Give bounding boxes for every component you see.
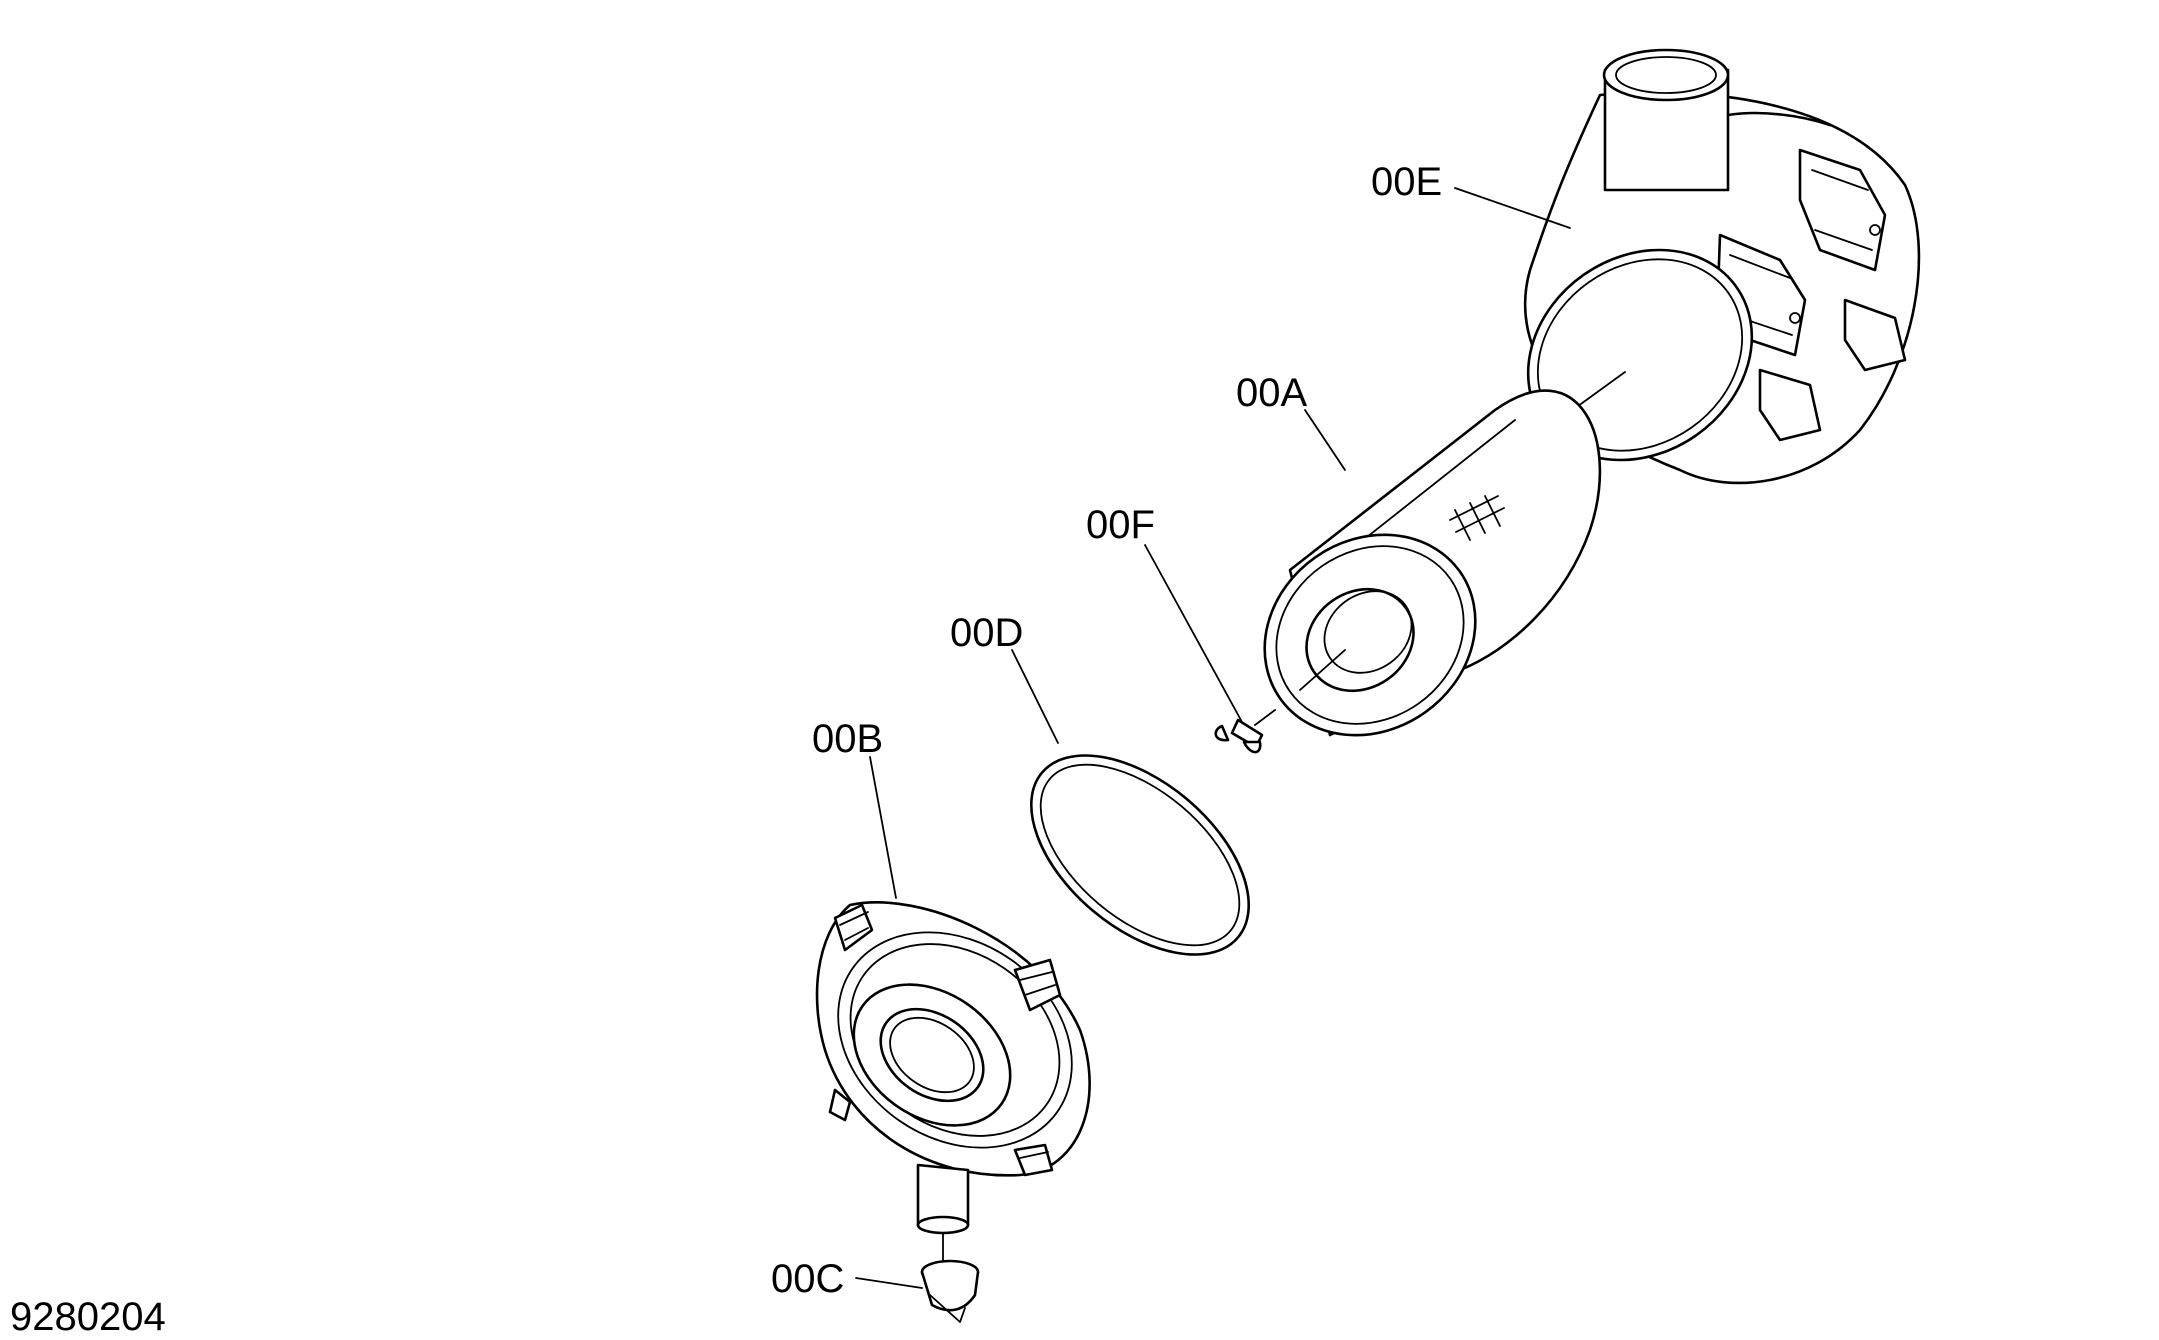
dust-valve-part-00c	[920, 1259, 980, 1323]
leader-00b	[869, 756, 897, 899]
callout-00b: 00B	[812, 717, 883, 761]
callout-00e: 00E	[1371, 160, 1442, 204]
leader-00a	[1304, 409, 1346, 471]
leader-00d	[1011, 649, 1059, 744]
callout-00d: 00D	[950, 611, 1023, 655]
callout-00a: 00A	[1236, 371, 1307, 415]
seal-ring-part-00d	[1029, 754, 1251, 956]
cover-part-00b	[815, 901, 1091, 1263]
leader-00c	[855, 1277, 923, 1289]
callout-00c: 00C	[771, 1257, 844, 1301]
filter-element-part-00a	[1263, 389, 1602, 737]
callout-labels: 00E 00A 00F 00D 00B 00C	[771, 160, 1442, 1301]
callout-00f: 00F	[1086, 503, 1155, 547]
wing-nut-part-00f	[1214, 709, 1276, 754]
leader-00e	[1454, 187, 1571, 229]
housing-part-00e	[1523, 48, 1921, 485]
diagram-id: 9280204	[10, 1295, 166, 1339]
leader-lines	[855, 187, 1571, 1289]
leader-00f	[1144, 544, 1243, 723]
